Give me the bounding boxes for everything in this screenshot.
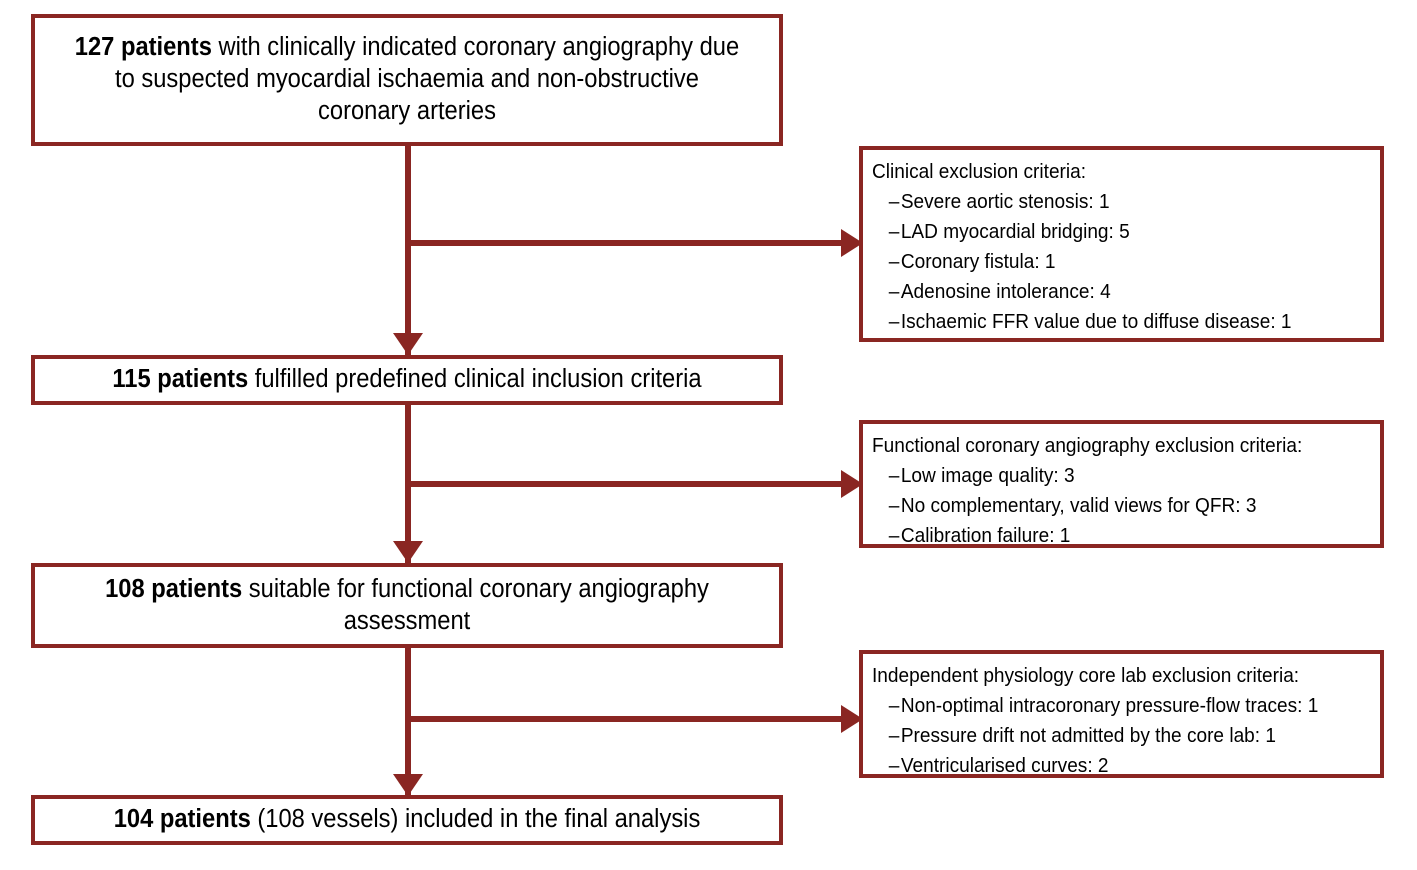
exclusion-item: –Calibration failure: 1 — [889, 521, 1345, 551]
exclusion-item: –LAD myocardial bridging: 5 — [889, 217, 1345, 247]
dash-icon: – — [888, 220, 900, 244]
dash-icon: – — [888, 190, 900, 214]
dash-icon: – — [888, 464, 900, 488]
arrow-down-2 — [393, 541, 423, 563]
dash-icon: – — [888, 280, 900, 304]
arrow-right-3 — [841, 705, 863, 733]
exclusion-box-corelab: Independent physiology core lab exclusio… — [859, 650, 1384, 778]
step-text-final: (108 vessels) included in the final anal… — [250, 805, 701, 834]
step-count-inclusion: 115 patients — [112, 365, 249, 394]
exclusion-list-fca: –Low image quality: 3 –No complementary,… — [872, 461, 1344, 551]
step-box-final: 104 patients (108 vessels) included in t… — [31, 795, 783, 845]
exclusion-item: –No complementary, valid views for QFR: … — [889, 491, 1345, 521]
step-box-suitable: 108 patients suitable for functional cor… — [31, 563, 783, 648]
exclusion-item-label: Pressure drift not admitted by the core … — [900, 724, 1276, 748]
connector-horizontal-3 — [405, 716, 857, 722]
exclusion-item-label: No complementary, valid views for QFR: 3 — [900, 494, 1257, 518]
exclusion-item-label: Adenosine intolerance: 4 — [900, 280, 1111, 304]
connector-vertical-3 — [405, 648, 411, 798]
dash-icon: – — [888, 494, 900, 518]
exclusion-item-label: Calibration failure: 1 — [900, 524, 1071, 548]
exclusion-item: –Coronary fistula: 1 — [889, 247, 1345, 277]
exclusion-item-label: Low image quality: 3 — [900, 464, 1075, 488]
step-box-enrolled: 127 patients with clinically indicated c… — [31, 14, 783, 146]
exclusion-list-corelab: –Non-optimal intracoronary pressure-flow… — [872, 691, 1344, 781]
step-text-suitable: suitable for functional coronary angiogr… — [242, 574, 709, 635]
dash-icon: – — [888, 250, 900, 274]
exclusion-item-label: LAD myocardial bridging: 5 — [900, 220, 1130, 244]
exclusion-item: –Severe aortic stenosis: 1 — [889, 187, 1345, 217]
exclusion-item-label: Severe aortic stenosis: 1 — [900, 190, 1110, 214]
connector-horizontal-1 — [405, 240, 857, 246]
arrow-right-2 — [841, 470, 863, 498]
arrow-down-3 — [393, 774, 423, 796]
connector-vertical-1 — [405, 146, 411, 478]
exclusion-item: –Non-optimal intracoronary pressure-flow… — [889, 691, 1345, 721]
dash-icon: – — [888, 524, 900, 548]
exclusion-box-fca: Functional coronary angiography exclusio… — [859, 420, 1384, 548]
exclusion-item: –Ventricularised curves: 2 — [889, 751, 1345, 781]
step-text-enrolled: with clinically indicated coronary angio… — [115, 33, 740, 125]
exclusion-item-label: Coronary fistula: 1 — [900, 250, 1056, 274]
exclusion-title-clinical: Clinical exclusion criteria: — [872, 160, 1087, 183]
exclusion-title-fca: Functional coronary angiography exclusio… — [872, 434, 1303, 457]
exclusion-item: –Pressure drift not admitted by the core… — [889, 721, 1345, 751]
exclusion-item: –Adenosine intolerance: 4 — [889, 277, 1345, 307]
exclusion-item-label: Ischaemic FFR value due to diffuse disea… — [900, 310, 1292, 334]
exclusion-box-clinical: Clinical exclusion criteria: –Severe aor… — [859, 146, 1384, 342]
dash-icon: – — [888, 310, 900, 334]
exclusion-item: –Ischaemic FFR value due to diffuse dise… — [889, 307, 1345, 337]
exclusion-item-label: Non-optimal intracoronary pressure-flow … — [900, 694, 1319, 718]
dash-icon: – — [888, 754, 900, 778]
step-count-enrolled: 127 patients — [74, 33, 212, 62]
step-text-inclusion: fulfilled predefined clinical inclusion … — [248, 365, 702, 394]
step-count-suitable: 108 patients — [105, 574, 243, 603]
step-box-inclusion: 115 patients fulfilled predefined clinic… — [31, 355, 783, 405]
exclusion-title-corelab: Independent physiology core lab exclusio… — [872, 664, 1300, 687]
exclusion-list-clinical: –Severe aortic stenosis: 1 –LAD myocardi… — [872, 187, 1344, 337]
connector-horizontal-2 — [405, 481, 857, 487]
arrow-down-1 — [393, 333, 423, 355]
exclusion-item: –Low image quality: 3 — [889, 461, 1345, 491]
exclusion-item-label: Ventricularised curves: 2 — [900, 754, 1109, 778]
dash-icon: – — [888, 724, 900, 748]
step-count-final: 104 patients — [113, 805, 251, 834]
dash-icon: – — [888, 694, 900, 718]
arrow-right-1 — [841, 229, 863, 257]
